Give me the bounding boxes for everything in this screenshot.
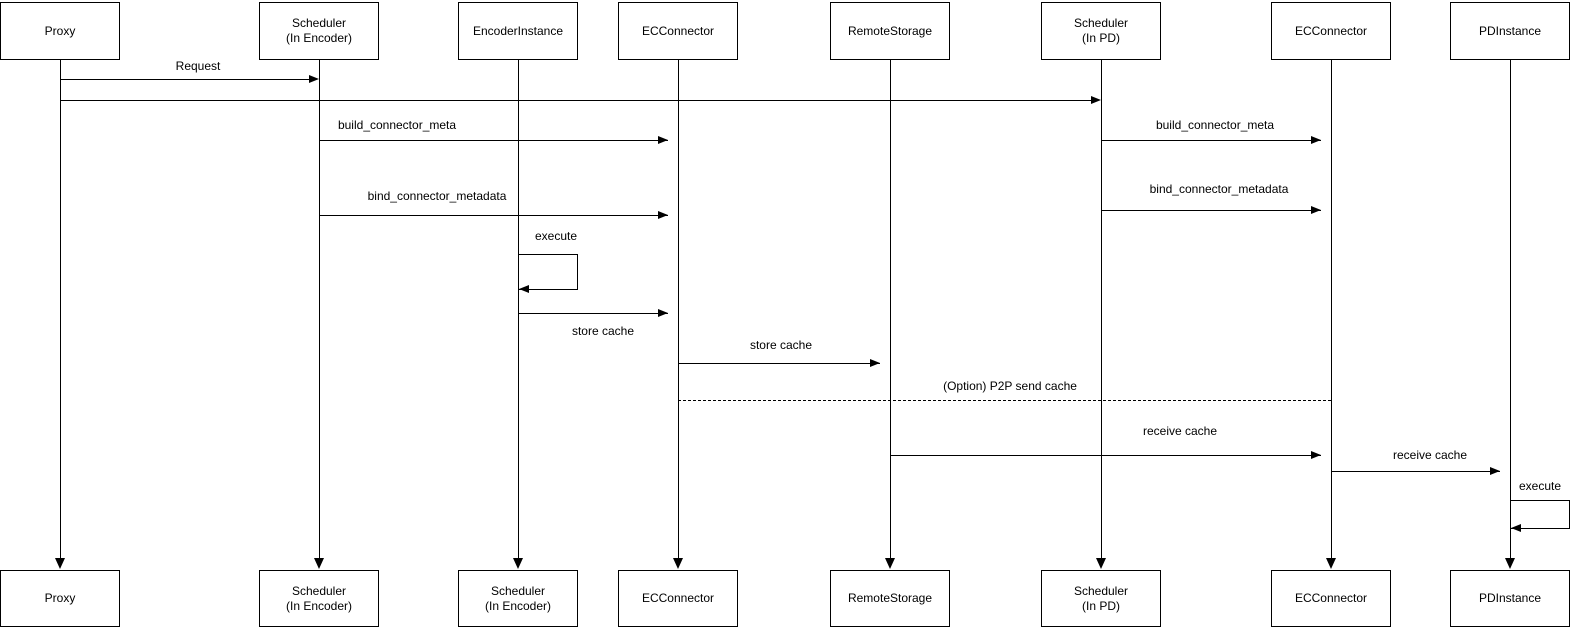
message-build-connector-meta-left-arrowhead-icon bbox=[658, 136, 668, 144]
lifeline-ecconnector bbox=[678, 60, 679, 558]
message-build-connector-meta-left-line bbox=[319, 140, 668, 141]
lifeline-arrowhead-icon bbox=[1326, 558, 1336, 569]
message-store-cache-remote-arrowhead-icon bbox=[870, 359, 880, 367]
message-bind-connector-metadata-right-line bbox=[1101, 210, 1321, 211]
participant-proxy-top-box: Proxy bbox=[0, 2, 120, 60]
message-execute-encoder-arrowhead-icon bbox=[519, 285, 529, 293]
message-request-line bbox=[60, 79, 309, 80]
participant-remotestorage-bottom-box: RemoteStorage bbox=[830, 570, 950, 627]
message-bind-connector-metadata-left-arrowhead-icon bbox=[658, 211, 668, 219]
lifeline-encoderinstance bbox=[518, 60, 519, 558]
message-build-connector-meta-right-label: build_connector_meta bbox=[1153, 118, 1277, 132]
lifeline-arrowhead-icon bbox=[314, 558, 324, 569]
message-execute-pd-self-loop bbox=[1510, 500, 1570, 529]
message-store-cache-encoder-arrowhead-icon bbox=[658, 309, 668, 317]
message-execute-pd-label: execute bbox=[1516, 479, 1564, 493]
lifeline-scheduler-encoder bbox=[319, 60, 320, 558]
lifeline-arrowhead-icon bbox=[1096, 558, 1106, 569]
message-store-cache-remote-line bbox=[678, 363, 880, 364]
participant-ecconnector-top-box: ECConnector bbox=[618, 2, 738, 60]
message-bind-connector-metadata-right-label: bind_connector_metadata bbox=[1147, 182, 1291, 196]
message-receive-cache-remote-label: receive cache bbox=[1140, 424, 1220, 438]
lifeline-proxy bbox=[60, 60, 61, 558]
message-proxy-to-scheduler-pd-line bbox=[60, 100, 1091, 101]
participant-encoderinstance-bottom-box: Scheduler (In Encoder) bbox=[458, 570, 578, 627]
message-request-label: Request bbox=[173, 59, 223, 73]
message-execute-encoder-label: execute bbox=[532, 229, 580, 243]
message-execute-encoder-self-loop bbox=[518, 254, 578, 290]
message-receive-cache-pd-label: receive cache bbox=[1390, 448, 1470, 462]
message-p2p-send-cache-line bbox=[678, 400, 1331, 401]
participant-scheduler-encoder-top-box: Scheduler (In Encoder) bbox=[259, 2, 379, 60]
participant-ecconnector2-bottom-box: ECConnector bbox=[1271, 570, 1391, 627]
message-receive-cache-remote-arrowhead-icon bbox=[1311, 451, 1321, 459]
message-build-connector-meta-right-line bbox=[1101, 140, 1321, 141]
participant-scheduler-pd-bottom-box: Scheduler (In PD) bbox=[1041, 570, 1161, 627]
lifeline-arrowhead-icon bbox=[55, 558, 65, 569]
message-store-cache-remote-label: store cache bbox=[747, 338, 815, 352]
participant-ecconnector2-top-box: ECConnector bbox=[1271, 2, 1391, 60]
participant-proxy-bottom-box: Proxy bbox=[0, 570, 120, 627]
lifeline-arrowhead-icon bbox=[513, 558, 523, 569]
lifeline-arrowhead-icon bbox=[1505, 558, 1515, 569]
participant-pdinstance-bottom-box: PDInstance bbox=[1450, 570, 1570, 627]
message-receive-cache-pd-arrowhead-icon bbox=[1490, 467, 1500, 475]
lifeline-arrowhead-icon bbox=[885, 558, 895, 569]
message-bind-connector-metadata-right-arrowhead-icon bbox=[1311, 206, 1321, 214]
message-build-connector-meta-right-arrowhead-icon bbox=[1311, 136, 1321, 144]
message-store-cache-encoder-line bbox=[518, 313, 668, 314]
message-receive-cache-remote-line bbox=[890, 455, 1321, 456]
lifeline-remotestorage bbox=[890, 60, 891, 558]
participant-scheduler-encoder-bottom-box: Scheduler (In Encoder) bbox=[259, 570, 379, 627]
participant-ecconnector-bottom-box: ECConnector bbox=[618, 570, 738, 627]
message-bind-connector-metadata-left-line bbox=[319, 215, 668, 216]
message-build-connector-meta-left-label: build_connector_meta bbox=[335, 118, 459, 132]
message-request-arrowhead-icon bbox=[309, 75, 319, 83]
message-p2p-send-cache-label: (Option) P2P send cache bbox=[941, 379, 1079, 393]
message-execute-pd-arrowhead-icon bbox=[1511, 524, 1521, 532]
message-receive-cache-pd-line bbox=[1331, 471, 1500, 472]
participant-remotestorage-top-box: RemoteStorage bbox=[830, 2, 950, 60]
message-proxy-to-scheduler-pd-arrowhead-icon bbox=[1091, 96, 1101, 104]
lifeline-pdinstance bbox=[1510, 60, 1511, 558]
lifeline-scheduler-pd bbox=[1101, 60, 1102, 558]
message-store-cache-encoder-label: store cache bbox=[569, 324, 637, 338]
participant-encoderinstance-top-box: EncoderInstance bbox=[458, 2, 578, 60]
message-bind-connector-metadata-left-label: bind_connector_metadata bbox=[365, 189, 509, 203]
participant-scheduler-pd-top-box: Scheduler (In PD) bbox=[1041, 2, 1161, 60]
lifeline-ecconnector2 bbox=[1331, 60, 1332, 558]
lifeline-arrowhead-icon bbox=[673, 558, 683, 569]
participant-pdinstance-top-box: PDInstance bbox=[1450, 2, 1570, 60]
